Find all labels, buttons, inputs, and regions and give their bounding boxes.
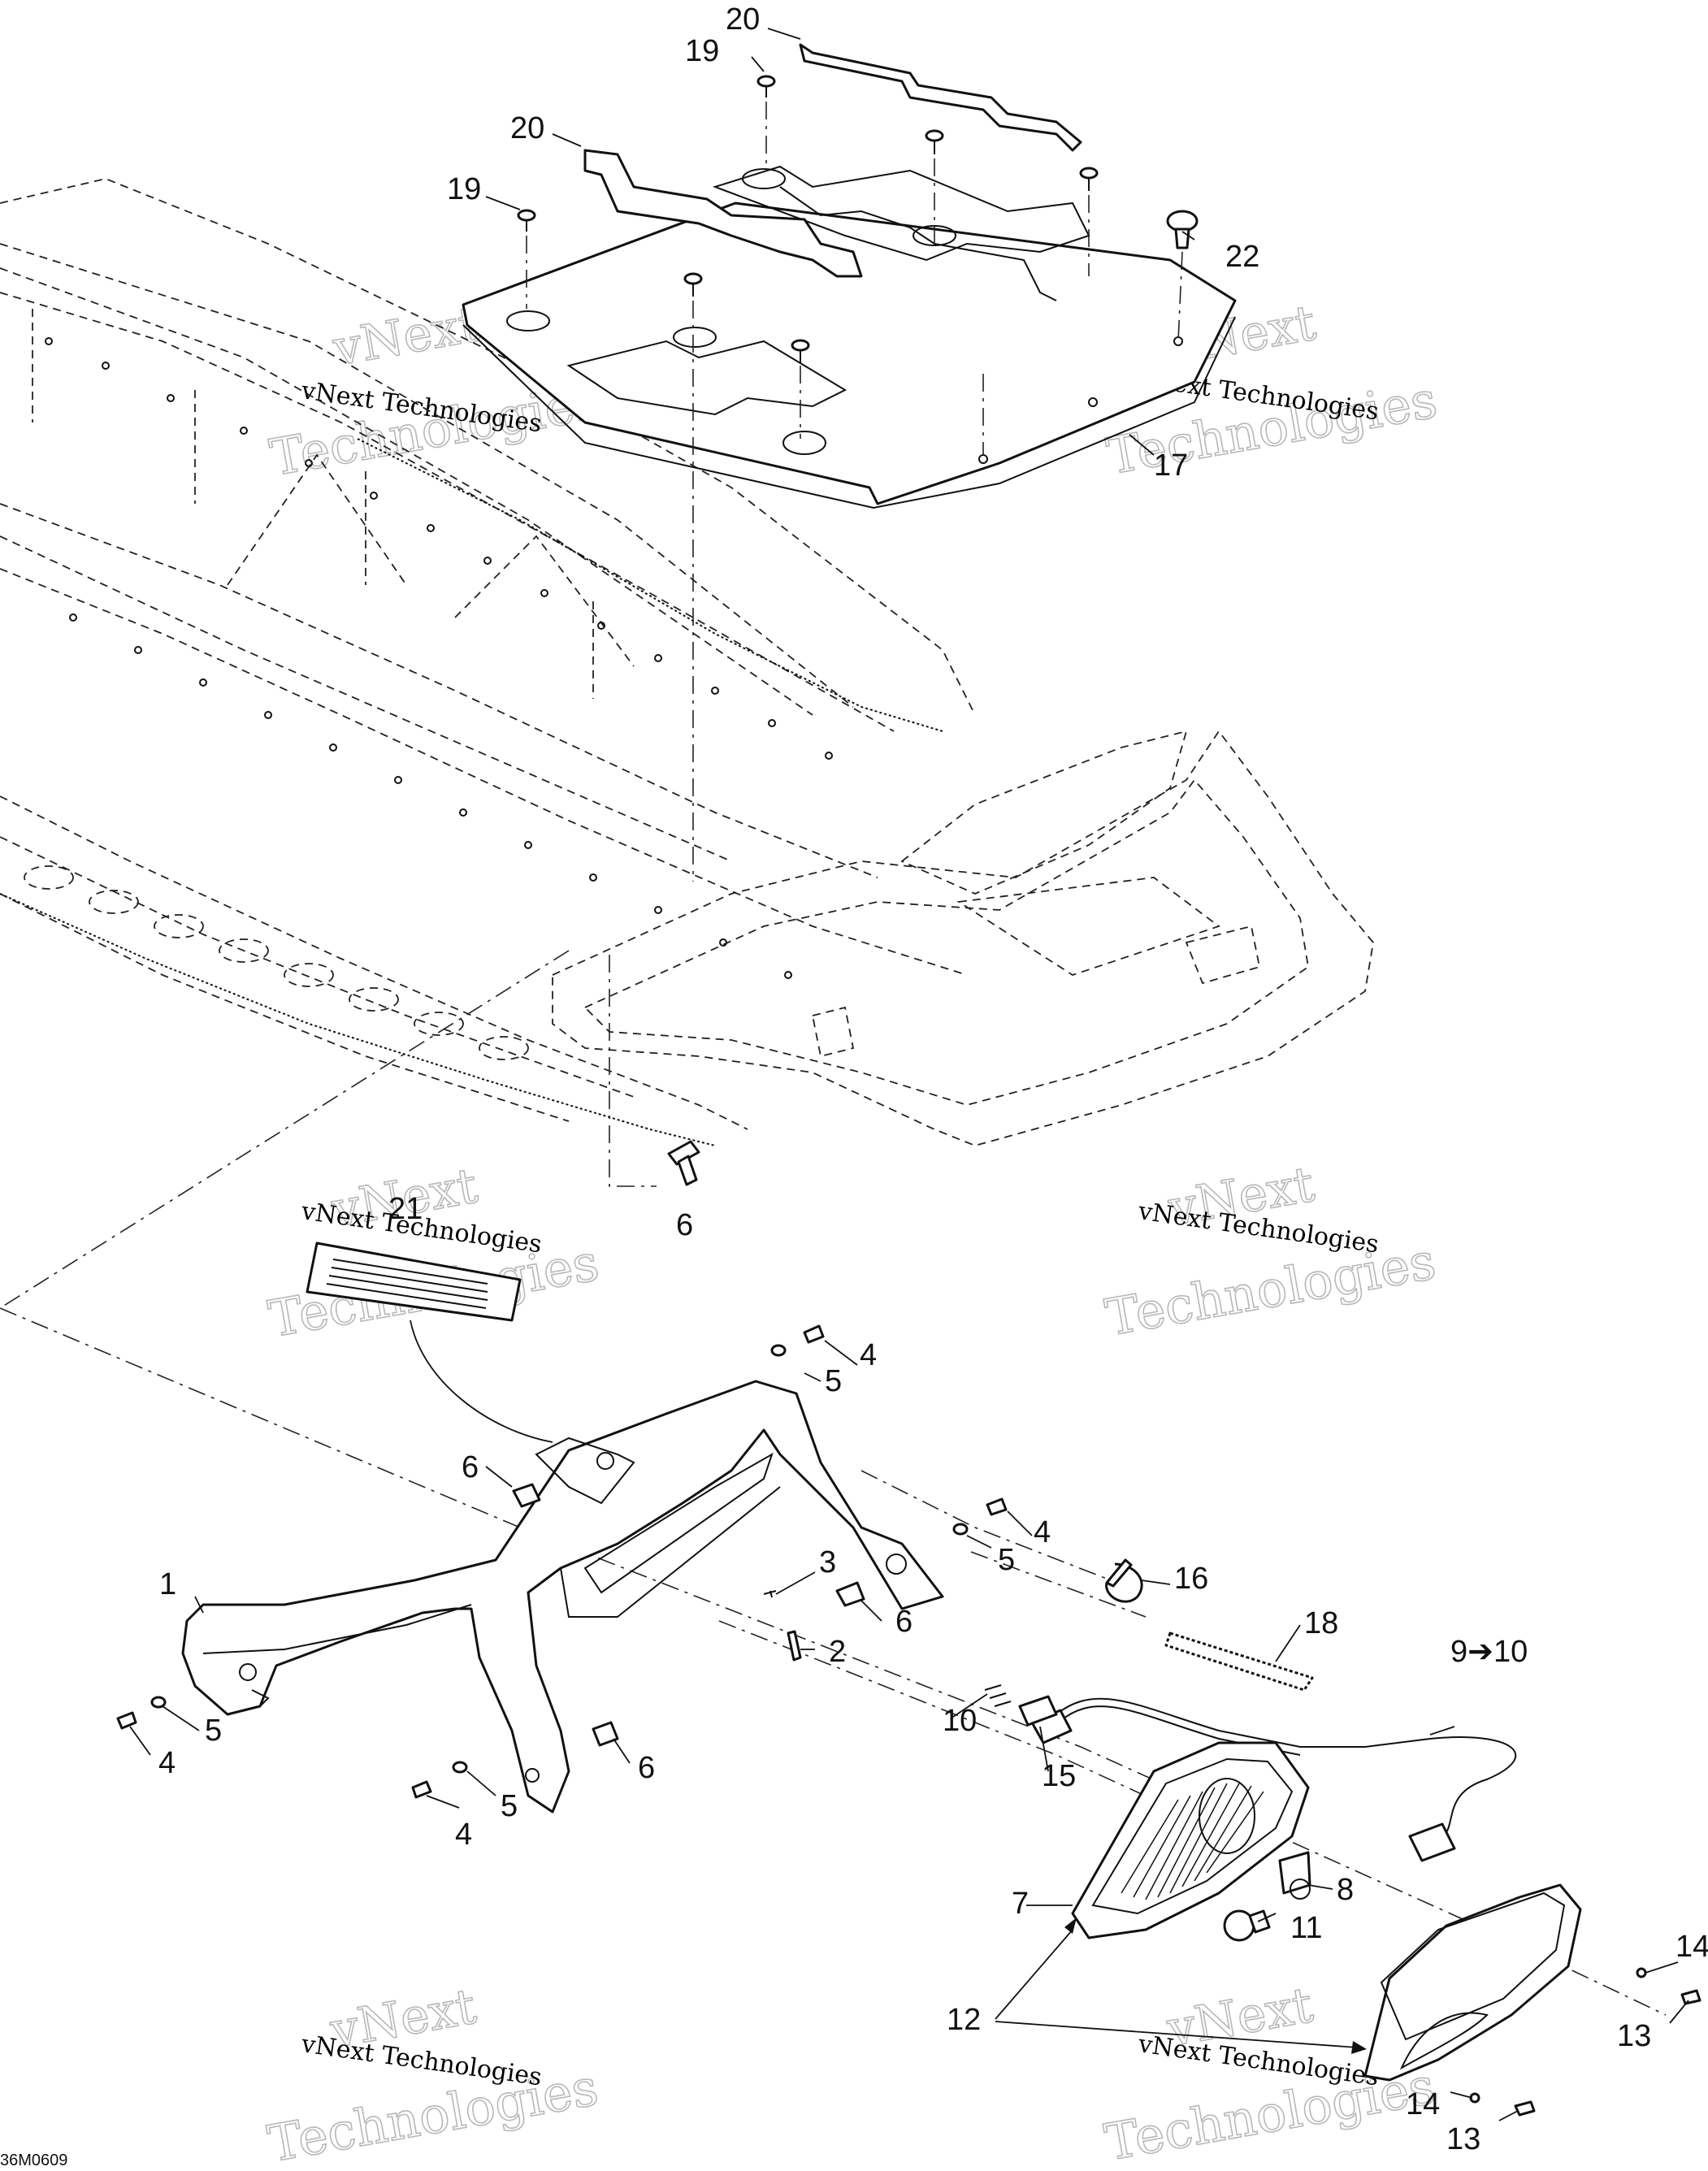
tunnel-chassis — [0, 178, 1374, 1146]
rail-20-upper — [799, 43, 1082, 152]
callout-8: 8 — [1337, 1873, 1354, 1907]
callout-14-bottom: 14 — [1406, 2087, 1440, 2121]
callout-9-10: 9➔10 — [1450, 1635, 1528, 1669]
callout-18: 18 — [1304, 1606, 1338, 1640]
callout-13-bottom: 13 — [1446, 2122, 1480, 2156]
callout-19-left: 19 — [447, 172, 481, 206]
svg-text:vNext: vNext — [328, 296, 483, 377]
callout-10: 10 — [943, 1704, 977, 1738]
callout-19-top: 19 — [685, 34, 719, 68]
rail-20-lower — [583, 149, 1057, 301]
callout-6-lower: 6 — [638, 1751, 655, 1785]
callout-16: 16 — [1174, 1562, 1208, 1596]
rivet-holes — [45, 337, 833, 979]
callout-20-top: 20 — [726, 2, 760, 37]
leader-lines — [129, 28, 1689, 2121]
taillight-lens-12 — [1363, 1883, 1582, 2082]
decal-21 — [306, 1242, 553, 1443]
callout-11: 11 — [1290, 1911, 1322, 1945]
callouts: 20 19 20 19 22 17 6 21 4 5 6 4 5 3 6 2 1… — [158, 2, 1708, 2156]
svg-text:Technologies: Technologies — [1101, 1231, 1440, 1347]
callout-14-right: 14 — [1675, 1930, 1708, 1964]
lens-fasteners — [1469, 1967, 1701, 2117]
callout-3: 3 — [819, 1545, 836, 1580]
callout-7: 7 — [1012, 1887, 1029, 1921]
screws-19 — [517, 75, 1099, 363]
push-rivet-22 — [1166, 210, 1199, 249]
callout-20-left: 20 — [510, 111, 544, 145]
callout-5-left: 5 — [205, 1714, 222, 1748]
bulb-11 — [1223, 1909, 1271, 1942]
reference-code: 36M0609 — [0, 2152, 67, 2169]
bulb-socket-8 — [1278, 1851, 1311, 1900]
callout-4-top: 4 — [860, 1338, 877, 1372]
taillight-base-7 — [1071, 1741, 1310, 1939]
terminals-10 — [984, 1684, 1012, 1707]
rear-bumper-1 — [181, 1380, 944, 1814]
callout-4-right: 4 — [1034, 1515, 1051, 1549]
track-openings — [24, 865, 529, 1060]
wiring-harness-9 — [1030, 1697, 1516, 1862]
bolt-6-upper — [667, 1140, 700, 1186]
callout-5-top: 5 — [825, 1364, 842, 1398]
callout-2: 2 — [829, 1635, 846, 1669]
connector-15 — [1018, 1695, 1058, 1727]
callout-17: 17 — [1154, 448, 1188, 483]
callout-12: 12 — [947, 2003, 981, 2037]
bumper-fasteners — [116, 1324, 1008, 1799]
conduit-18 — [1164, 1632, 1314, 1692]
callout-4-bottom: 4 — [455, 1818, 472, 1852]
callout-13-right: 13 — [1617, 2019, 1651, 2053]
callout-5-right: 5 — [998, 1543, 1015, 1577]
callout-22: 22 — [1225, 240, 1259, 274]
watermark-mid-left: vNext Technologies — [263, 1157, 603, 1350]
callout-6-left: 6 — [462, 1450, 479, 1484]
cable-tie-16 — [1105, 1558, 1143, 1603]
callout-6-right: 6 — [895, 1605, 913, 1639]
rack-plate-17 — [462, 165, 1237, 509]
callout-4-left: 4 — [158, 1746, 176, 1780]
callout-6-upper: 6 — [676, 1208, 693, 1242]
callout-15: 15 — [1042, 1759, 1076, 1793]
callout-5-bottom: 5 — [501, 1789, 518, 1823]
callout-21: 21 — [388, 1192, 423, 1226]
callout-1: 1 — [159, 1567, 176, 1601]
